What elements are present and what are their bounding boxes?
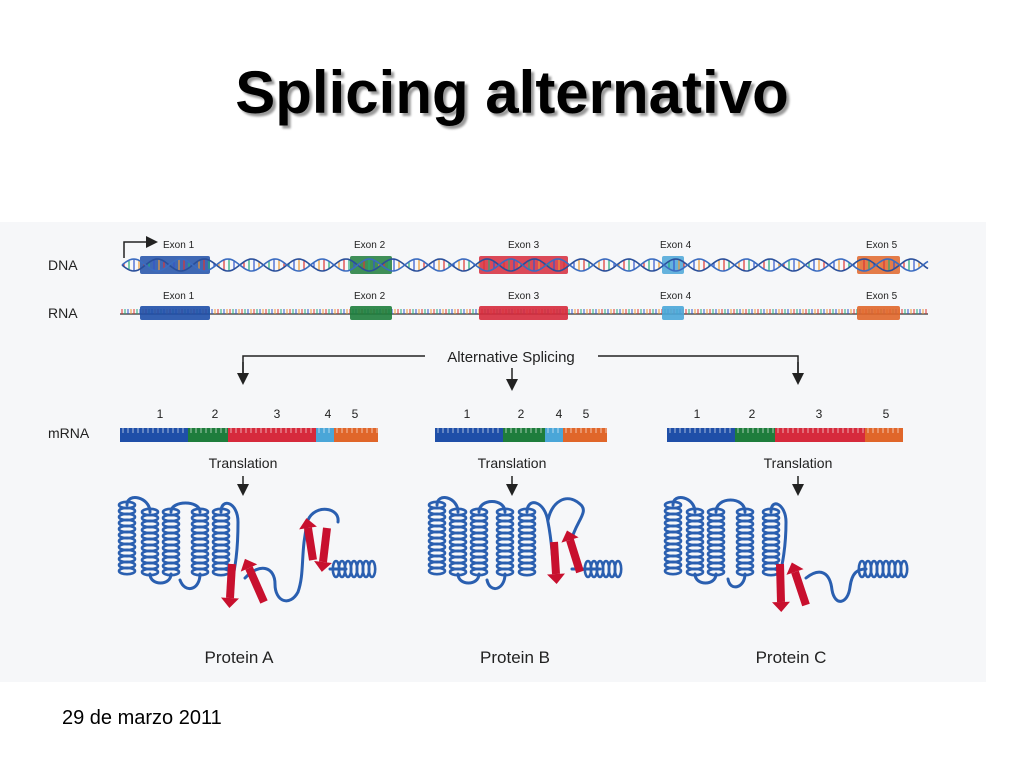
dna-exon-1-label: Exon 1 (163, 240, 195, 251)
rna-exon-5-block (857, 306, 900, 320)
mrna-a-exon-2-label: 2 (212, 407, 219, 421)
protein-a-structure (117, 496, 377, 608)
protein-c-structure (663, 496, 909, 612)
rna-exon-4-label: Exon 4 (660, 291, 692, 302)
dna-exon-2-block (350, 256, 392, 274)
dna-exon-2-label: Exon 2 (354, 240, 386, 251)
splicing-diagram-svg: DNA RNA mRNA Exon 1 Exon 2 Exon 3 Exon 4… (48, 236, 929, 667)
mrna-c-exon-2 (735, 428, 775, 442)
rna-exon-4-block (662, 306, 684, 320)
mrna-b-exon-1-label: 1 (464, 407, 471, 421)
mrna-c-exon-3-label: 3 (816, 407, 823, 421)
rna-exon-2-block (350, 306, 392, 320)
protein-b-structure (427, 496, 623, 590)
mrna-a-exon-4-label: 4 (325, 407, 332, 421)
rna-strand (120, 306, 928, 320)
mrna-b-exon-2-label: 2 (518, 407, 525, 421)
splicing-bracket-right (598, 355, 799, 377)
rna-exon-2-label: Exon 2 (354, 291, 386, 302)
mrna-label: mRNA (48, 425, 90, 441)
mrna-b-exon-1 (435, 428, 503, 442)
mrna-variant-a: 1 2 3 4 5 (120, 407, 378, 442)
mrna-b-exon-2 (503, 428, 545, 442)
dna-exon-3-label: Exon 3 (508, 240, 540, 251)
protein-c-label: Protein C (756, 648, 827, 667)
slide-title: Splicing alternativo (235, 59, 789, 126)
mrna-c-exon-1 (667, 428, 735, 442)
dna-exon-1-block (140, 256, 210, 274)
mrna-c-exon-5 (865, 428, 903, 442)
mrna-a-exon-1-label: 1 (157, 407, 164, 421)
mrna-a-exon-5 (334, 428, 378, 442)
mrna-a-exon-2 (188, 428, 228, 442)
dna-label: DNA (48, 257, 78, 273)
protein-b-label: Protein B (480, 648, 550, 667)
promoter-arrow (123, 236, 158, 258)
dna-exon-4-label: Exon 4 (660, 240, 692, 251)
mrna-b-exon-5 (563, 428, 607, 442)
rna-exon-5-label: Exon 5 (866, 291, 898, 302)
translation-label-c: Translation (764, 455, 833, 471)
mrna-a-exon-3-label: 3 (274, 407, 281, 421)
mrna-c-exon-5-label: 5 (883, 407, 890, 421)
mrna-variant-c: 1 2 3 5 (667, 407, 903, 442)
protein-a-label: Protein A (205, 648, 275, 667)
rna-label: RNA (48, 305, 78, 321)
alternative-splicing-label: Alternative Splicing (447, 349, 575, 366)
dna-strand (121, 256, 929, 274)
mrna-b-exon-5-label: 5 (583, 407, 590, 421)
mrna-variant-b: 1 2 4 5 (435, 407, 607, 442)
rna-exon-1-label: Exon 1 (163, 291, 195, 302)
mrna-a-exon-5-label: 5 (352, 407, 359, 421)
dna-exon-5-label: Exon 5 (866, 240, 898, 251)
splicing-bracket-left (242, 355, 425, 377)
splicing-figure: DNA RNA mRNA Exon 1 Exon 2 Exon 3 Exon 4… (0, 222, 986, 682)
translation-label-b: Translation (478, 455, 547, 471)
rna-exon-3-label: Exon 3 (508, 291, 540, 302)
slide-date: 29 de marzo 2011 (62, 707, 222, 729)
mrna-a-exon-3 (228, 428, 316, 442)
mrna-c-exon-1-label: 1 (694, 407, 701, 421)
mrna-b-exon-4-label: 4 (556, 407, 563, 421)
mrna-c-exon-2-label: 2 (749, 407, 756, 421)
translation-label-a: Translation (209, 455, 278, 471)
rna-exon-1-block (140, 306, 210, 320)
mrna-a-exon-1 (120, 428, 188, 442)
rna-exon-3-block (479, 306, 568, 320)
